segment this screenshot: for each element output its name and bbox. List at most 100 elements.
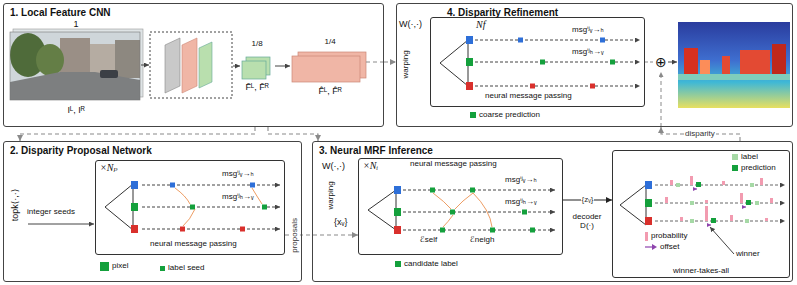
message-graph — [240, 227, 245, 232]
message-graph — [590, 84, 595, 89]
scale-label: 1/4 — [325, 38, 336, 47]
message-graph — [466, 58, 473, 66]
disparity-map — [740, 50, 770, 75]
topk-label: topk⟨·,·⟩ — [11, 189, 21, 222]
flow-arrow — [141, 65, 149, 66]
message-graph — [440, 228, 445, 233]
disparity-map — [772, 44, 786, 74]
message-graph — [394, 186, 401, 194]
message-graph — [455, 193, 473, 209]
node-heading: 2. Disparity Proposal Network — [10, 145, 152, 157]
legend-text: candidate label — [404, 260, 458, 269]
message-graph — [250, 183, 255, 188]
winner-graph — [645, 217, 652, 225]
module-caption: neural message passing — [410, 160, 497, 169]
edge-label: {zᵥ} — [581, 196, 595, 205]
feature-map — [242, 61, 266, 79]
message-graph — [433, 193, 451, 209]
node-heading: winner-takes-all — [673, 266, 729, 275]
message-graph — [183, 209, 195, 226]
message-graph — [470, 188, 475, 193]
winner-graph — [705, 206, 708, 221]
winner-label: winner — [736, 250, 760, 259]
message-graph — [473, 193, 492, 227]
feature-label: F̂ᴸ, F̂ᴿ — [319, 87, 342, 97]
winner-graph — [705, 200, 708, 203]
stereo-image — [100, 70, 118, 78]
message-graph — [530, 228, 535, 233]
residual-flow — [645, 62, 654, 63]
message-graph — [142, 185, 280, 186]
legend-item: offset — [645, 243, 679, 252]
legend-swatch — [470, 112, 476, 118]
offset-sample — [652, 244, 657, 250]
message-label: msgⁱʲᵥ→ₕ — [572, 26, 604, 35]
node-heading: 1. Local Feature CNN — [10, 7, 111, 19]
message-graph — [180, 227, 185, 232]
message-graph — [490, 228, 495, 233]
message-graph — [105, 181, 280, 233]
winner-graph — [770, 198, 773, 203]
connector — [268, 127, 318, 141]
node-heading: ×Nᵢ — [363, 160, 378, 172]
residual-flow — [645, 62, 677, 127]
flow-arrow — [233, 66, 240, 67]
legend-text: label seed — [168, 264, 204, 273]
message-graph — [530, 84, 535, 89]
winner-graph — [690, 176, 693, 185]
cnn-block — [165, 38, 180, 93]
message-graph — [142, 229, 280, 230]
disparity-map — [684, 48, 698, 74]
stereo-image — [10, 32, 140, 100]
message-graph — [540, 60, 545, 65]
residual-flow — [668, 62, 677, 63]
stereo-image — [115, 40, 140, 78]
legend-item: probability — [645, 232, 687, 241]
legend-swatch — [100, 262, 109, 271]
message-graph — [394, 208, 401, 216]
winner-graph — [745, 219, 749, 223]
seed-label: integer seeds — [27, 208, 75, 217]
warping-label: warping — [327, 181, 336, 209]
legend-swatch — [732, 165, 738, 171]
winner-graph — [746, 200, 751, 205]
feature-map — [292, 56, 360, 82]
offset-sample — [645, 247, 653, 248]
winner-graph — [711, 218, 716, 223]
message-graph — [518, 38, 523, 43]
module-box: ×Nᵢ — [358, 158, 563, 255]
cnn-block — [182, 38, 197, 93]
stereo-image — [10, 72, 140, 100]
edge-label: disparity — [684, 130, 716, 139]
panel: ×Nᵢwinner-takes-all3. Neural MRF Inferen… — [312, 141, 793, 282]
message-label: msgⁱʲₕ→ᵥ — [505, 198, 537, 207]
winner-graph — [655, 185, 785, 186]
legend-swatch — [645, 232, 648, 241]
panel: Nf4. Disparity Refinement — [396, 3, 793, 127]
warping-function: W(·,·) — [399, 20, 422, 30]
message-graph — [522, 210, 527, 215]
message-label: msgⁱʲₕ→ᵥ — [572, 48, 604, 57]
message-graph — [440, 40, 468, 86]
message-graph — [443, 215, 453, 227]
connector — [384, 61, 396, 62]
message-graph — [403, 190, 555, 191]
message-graph — [262, 205, 267, 210]
winner-graph — [670, 180, 673, 185]
message-graph — [430, 188, 435, 193]
message-graph — [105, 184, 133, 230]
connector — [20, 127, 255, 141]
legend-swatch — [160, 266, 165, 271]
energy-label: ℰneigh — [470, 236, 494, 245]
legend-swatch — [732, 154, 738, 160]
winner-graph — [620, 185, 646, 225]
disparity-map — [700, 60, 710, 74]
flow-arrow — [275, 66, 290, 67]
scale-label: 1/8 — [252, 40, 263, 49]
offset-sample — [645, 244, 657, 250]
message-graph — [190, 205, 195, 210]
message-graph — [131, 225, 138, 233]
winner-graph — [655, 203, 785, 204]
winner-graph — [743, 207, 746, 208]
